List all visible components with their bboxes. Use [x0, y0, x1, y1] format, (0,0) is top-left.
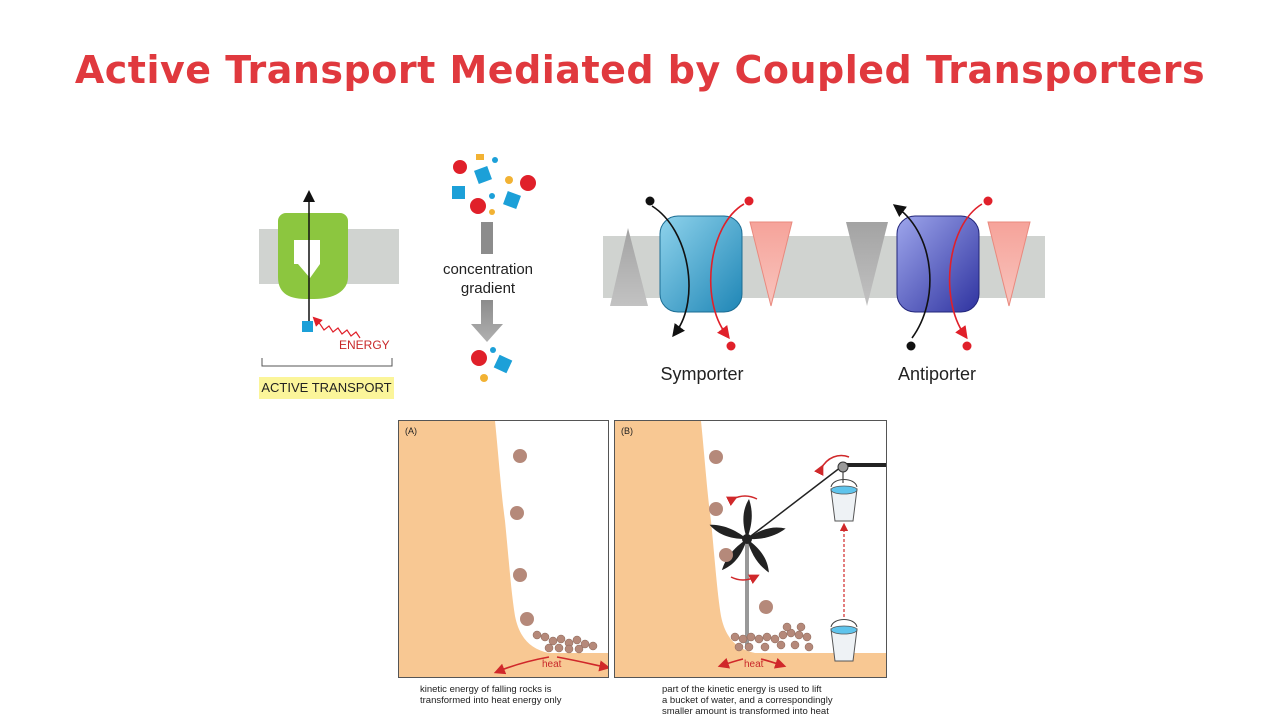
- bracket: [261, 358, 393, 367]
- rope: [746, 466, 842, 540]
- gradient-label-line1: concentration: [442, 261, 534, 278]
- concentration-gradient-diagram: [452, 154, 536, 382]
- gradient-label-line2: gradient: [460, 280, 516, 297]
- antiporter-label: Antiporter: [897, 364, 977, 384]
- energy-arrow: [312, 316, 361, 339]
- symporter-protein: [659, 215, 743, 313]
- gradient-bar: [481, 222, 493, 254]
- gradient-triangle-grey-2: [846, 222, 888, 306]
- active-transport-label: ACTIVE TRANSPORT: [259, 377, 394, 399]
- gradient-triangle-pink: [749, 221, 793, 307]
- page-title: Active Transport Mediated by Coupled Tra…: [74, 48, 1206, 92]
- symporter-label: Symporter: [660, 364, 744, 384]
- bucket-raised: [830, 479, 858, 522]
- panel-a-heat-label: heat: [542, 659, 562, 670]
- gradient-triangle-grey: [610, 228, 648, 306]
- panel-a-illustration: [399, 421, 608, 677]
- panel-b-caption-line2: a bucket of water, and a correspondingly: [662, 695, 833, 706]
- antiporter-protein: [896, 215, 980, 313]
- gradient-triangle-pink-2: [987, 221, 1031, 307]
- panel-b: (B) heat: [614, 420, 887, 678]
- panel-b-illustration: [615, 421, 886, 677]
- panel-a-caption-line1: kinetic energy of falling rocks is: [420, 684, 552, 695]
- solute-square: [302, 321, 313, 332]
- cliff-b: [615, 421, 886, 677]
- panel-b-heat-label: heat: [744, 659, 764, 670]
- energy-label: ENERGY: [339, 338, 390, 352]
- panel-b-label: (B): [621, 426, 633, 436]
- antiporter-diagram: [846, 196, 1031, 351]
- panel-a-label: (A): [405, 426, 417, 436]
- binding-pocket: [294, 240, 320, 278]
- symporter-diagram: [610, 196, 793, 351]
- panel-b-caption-line1: part of the kinetic energy is used to li…: [662, 684, 822, 695]
- cliff: [399, 421, 608, 677]
- active-transport-diagram: [259, 190, 399, 367]
- paddle-wheel: [709, 499, 786, 573]
- panel-a: (A) heat: [398, 420, 609, 678]
- bucket-lower: [830, 619, 858, 662]
- panel-a-caption-line2: transformed into heat energy only: [420, 695, 562, 706]
- gradient-down-arrow: [471, 300, 503, 342]
- panel-b-caption-line3: smaller amount is transformed into heat: [662, 706, 829, 717]
- pulley: [837, 461, 849, 473]
